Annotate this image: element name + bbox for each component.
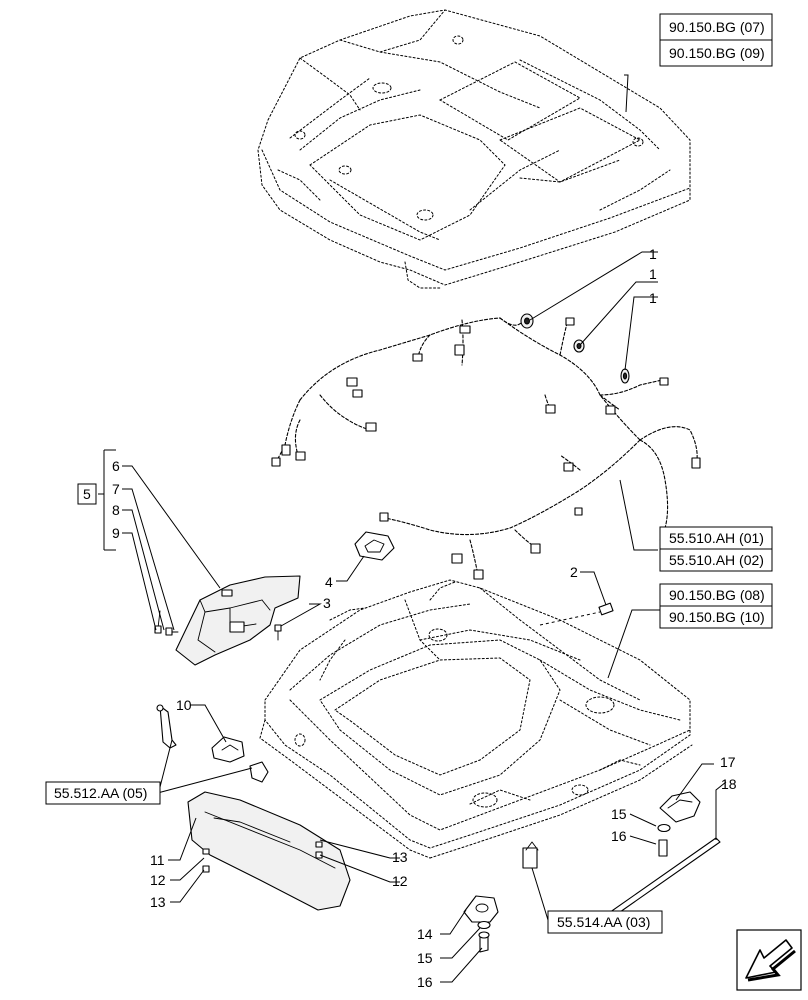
ref-roof-cover-bottom-label[interactable]: 90.150.BG (09) (669, 45, 765, 61)
callout-6: 6 (112, 458, 120, 474)
callout-10: 10 (176, 697, 192, 713)
callout-1a: 1 (649, 246, 657, 262)
ref-frame[interactable]: 90.150.BG (08) 90.150.BG (10) (659, 583, 773, 629)
callout-17: 17 (720, 754, 736, 770)
ref-roof-cover[interactable]: 90.150.BG (07) 90.150.BG (09) (659, 13, 773, 67)
callout-8: 8 (112, 502, 120, 518)
callout-1c: 1 (649, 290, 657, 306)
arrow-down-left-icon[interactable] (736, 929, 802, 991)
callout-12a: 12 (150, 872, 166, 888)
callout-18: 18 (721, 776, 737, 792)
leader-lines (98, 74, 727, 983)
callout-3: 3 (323, 595, 331, 611)
ref-harness-bottom-label[interactable]: 55.510.AH (02) (669, 552, 764, 568)
ref-lamp[interactable]: 55.512.AA (05) (45, 781, 161, 805)
bracket-parts-15-16-17 (657, 791, 701, 857)
cab-frame (259, 579, 693, 859)
roof-cover (257, 9, 691, 289)
callout-13b: 13 (392, 849, 408, 865)
gasket-part-4 (354, 531, 395, 561)
ref-harness[interactable]: 55.510.AH (01) 55.510.AH (02) (659, 526, 773, 572)
callout-numbers: 1 1 1 2 3 4 5 6 7 8 9 10 11 12 13 13 12 … (83, 246, 737, 990)
screws-7-8-9 (154, 610, 282, 641)
ref-roof-cover-top-label[interactable]: 90.150.BG (07) (669, 19, 765, 35)
grommets (520, 313, 630, 384)
callout-group-5-box (77, 483, 97, 505)
callout-4: 4 (325, 574, 333, 590)
ref-lamp-label[interactable]: 55.512.AA (05) (54, 785, 147, 801)
ref-connector[interactable]: 55.514.AA (03) (547, 910, 663, 934)
callout-15b: 15 (417, 950, 433, 966)
cover-panel-11 (187, 791, 351, 911)
callout-14: 14 (417, 926, 433, 942)
callout-13a: 13 (150, 894, 166, 910)
ref-frame-top-label[interactable]: 90.150.BG (08) (669, 587, 765, 603)
bracket-parts-14-15-16 (463, 895, 499, 953)
connector-part-55514 (522, 841, 539, 869)
wiring-harness (271, 313, 701, 580)
callout-16a: 16 (611, 828, 627, 844)
callout-7: 7 (112, 481, 120, 497)
callout-12b: 12 (392, 873, 408, 889)
deflector-part-6 (175, 575, 301, 666)
ref-frame-bottom-label[interactable]: 90.150.BG (10) (669, 609, 765, 625)
ref-harness-top-label[interactable]: 55.510.AH (01) (669, 530, 764, 546)
callout-5: 5 (83, 486, 91, 502)
lamp-part-10 (156, 704, 269, 783)
bolt-part-2 (539, 602, 614, 626)
harness-connectors (271, 317, 701, 580)
ref-connector-label[interactable]: 55.514.AA (03) (557, 914, 650, 930)
callout-1b: 1 (649, 266, 657, 282)
callout-9: 9 (112, 525, 120, 541)
callout-11: 11 (150, 852, 165, 868)
callout-15a: 15 (611, 806, 627, 822)
callout-16b: 16 (417, 974, 433, 990)
callout-2: 2 (570, 564, 578, 580)
